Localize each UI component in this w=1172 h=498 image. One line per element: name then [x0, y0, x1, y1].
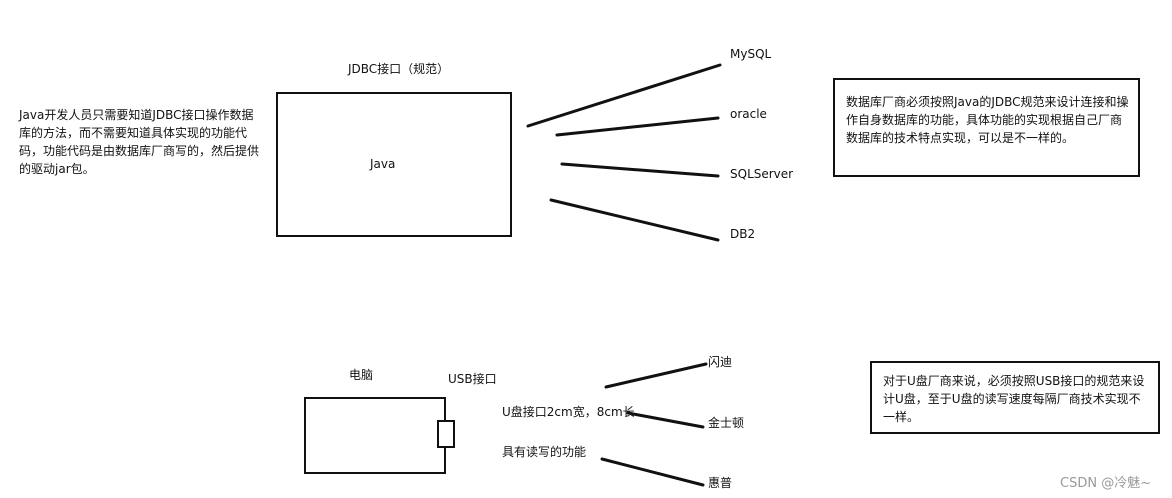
usb-port [437, 420, 455, 448]
line-to-mysql [526, 63, 722, 128]
computer-box [304, 397, 446, 474]
vendor-sandisk: 闪迪 [708, 355, 733, 369]
line-to-hp [600, 457, 705, 487]
vendor-sqlserver: SQLServer [730, 167, 794, 181]
vendor-hp: 惠普 [708, 476, 733, 490]
jdbc-interface-title: JDBC接口（规范） [348, 62, 450, 76]
usb-vendor-note: 对于U盘厂商来说，必须按照USB接口的规范来设计U盘，至于U盘的读写速度每隔厂商… [883, 374, 1145, 424]
usb-spec-text: U盘接口2cm宽，8cm长 [502, 405, 635, 419]
java-box: Java [276, 92, 512, 237]
watermark: CSDN @冷魅~ [1060, 476, 1152, 491]
jdbc-developer-note: Java开发人员只需要知道JDBC接口操作数据库的方法，而不需要知道具体实现的功… [19, 108, 260, 176]
usb-vendor-note-box: 对于U盘厂商来说，必须按照USB接口的规范来设计U盘，至于U盘的读写速度每隔厂商… [870, 361, 1160, 434]
jdbc-vendor-note: 数据库厂商必须按照Java的JDBC规范来设计连接和操作自身数据库的功能，具体功… [846, 95, 1129, 145]
vendor-kingston: 金士顿 [708, 416, 745, 430]
usb-feature-text: 具有读写的功能 [502, 445, 587, 459]
java-box-label: Java [370, 157, 396, 171]
vendor-oracle: oracle [730, 107, 767, 121]
line-to-db2 [549, 198, 720, 242]
line-to-oracle [555, 116, 720, 137]
line-to-sqlserver [560, 162, 720, 178]
usb-interface-label: USB接口 [448, 372, 497, 386]
computer-label: 电脑 [349, 368, 374, 382]
jdbc-vendor-note-box: 数据库厂商必须按照Java的JDBC规范来设计连接和操作自身数据库的功能，具体功… [833, 78, 1140, 177]
line-to-sandisk [604, 362, 708, 389]
vendor-db2: DB2 [730, 227, 756, 241]
vendor-mysql: MySQL [730, 47, 772, 61]
line-to-kingston [626, 411, 705, 429]
